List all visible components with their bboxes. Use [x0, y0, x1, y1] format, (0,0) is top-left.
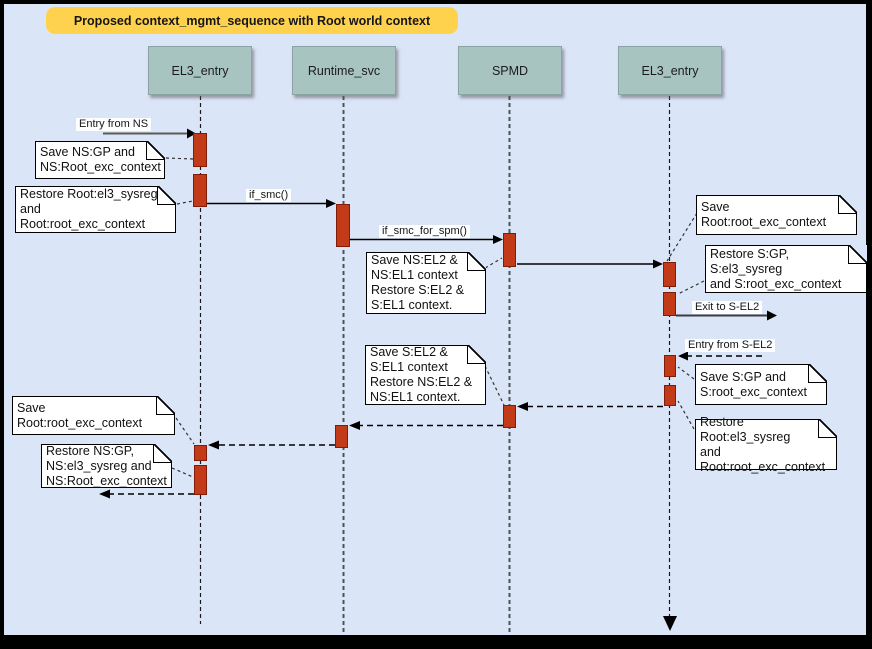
note-text: Restore S:GP, S:el3_sysreg and S:root_ex… — [710, 246, 842, 291]
note-restore-s-gp: Restore S:GP, S:el3_sysreg and S:root_ex… — [705, 245, 867, 293]
note-fold-icon — [818, 419, 837, 438]
note-text: Save S:GP and S:root_exc_context — [700, 369, 808, 399]
activation-bar — [335, 425, 348, 448]
note-restore-root-el3-sysreg-top: Restore Root:el3_sysreg and Root:root_ex… — [15, 186, 176, 233]
note-save-s-gp: Save S:GP and S:root_exc_context — [695, 364, 827, 405]
note-connector — [666, 212, 698, 262]
note-connector — [175, 417, 195, 445]
note-text: Save S:EL2 & S:EL1 context Restore NS:EL… — [370, 345, 473, 404]
lifeline-header-el3-entry-left: EL3_entry — [148, 46, 252, 95]
activation-bar — [503, 233, 516, 267]
lifeline-end-arrow-icon — [663, 616, 677, 631]
lifeline-header-label: Runtime_svc — [307, 63, 381, 78]
activation-bar — [664, 385, 676, 406]
lifeline-header-label: EL3_entry — [641, 63, 699, 78]
note-connector — [165, 157, 194, 160]
note-restore-root-el3-sysreg-bottom: Restore Root:el3_sysreg and Root:root_ex… — [695, 415, 837, 474]
note-text: Restore Root:el3_sysreg and Root:root_ex… — [20, 187, 158, 231]
message-exit-to-sel2-arrowhead-icon — [767, 310, 777, 321]
note-connector — [677, 400, 695, 430]
note-restore-ns-gp: Restore NS:GP, NS:el3_sysreg and NS:Root… — [41, 444, 172, 488]
activation-bar — [663, 292, 676, 316]
note-save-s-el2: Save S:EL2 & S:EL1 context Restore NS:EL… — [365, 345, 486, 405]
message-label-if-smc-for-spm: if_smc_for_spm() — [379, 225, 470, 238]
return-spmd-to-runtime-arrowhead-icon — [349, 421, 360, 430]
note-fold-icon — [146, 141, 165, 160]
note-text: Save NS:GP and NS:Root_exc_context — [40, 145, 161, 174]
note-connector — [171, 467, 194, 478]
activation-bar — [336, 204, 350, 247]
note-fold-icon — [467, 345, 486, 364]
message-spmd-to-el3-arrowhead-icon — [653, 259, 663, 269]
lifeline-header-spmd: SPMD — [458, 46, 562, 95]
note-text: Save NS:EL2 & NS:EL1 context Restore S:E… — [371, 253, 465, 312]
note-text: Save Root:root_exc_context — [701, 200, 827, 229]
activation-bar — [193, 174, 207, 207]
note-connector — [677, 366, 695, 380]
return-el3-to-spmd-arrowhead-icon — [517, 402, 528, 411]
activation-bar — [663, 262, 676, 287]
message-if-smc-arrowhead-icon — [326, 199, 336, 208]
lifeline-header-label: SPMD — [491, 63, 529, 78]
note-fold-icon — [848, 245, 867, 264]
note-connector — [484, 365, 505, 406]
note-text: Save Root:root_exc_context — [17, 400, 143, 430]
return-el3-to-ns-arrowhead-icon — [99, 489, 110, 499]
note-text: Restore NS:GP, NS:el3_sysreg and NS:Root… — [46, 443, 167, 488]
activation-bar — [193, 133, 207, 167]
note-fold-icon — [467, 252, 486, 271]
diagram-canvas — [4, 4, 866, 635]
note-fold-icon — [157, 186, 176, 205]
note-fold-icon — [838, 195, 857, 214]
note-save-root-exc-right: Save Root:root_exc_context — [696, 195, 857, 235]
activation-bar — [503, 405, 516, 428]
lifeline-header-runtime-svc: Runtime_svc — [292, 46, 396, 95]
message-if-smc-for-spm-arrowhead-icon — [493, 235, 503, 244]
note-fold-icon — [156, 396, 175, 415]
note-fold-icon — [153, 444, 172, 463]
return-runtime-to-el3-arrowhead-icon — [208, 440, 219, 450]
diagram-title: Proposed context_mgmt_sequence with Root… — [46, 7, 458, 34]
lifeline-header-el3-entry-right: EL3_entry — [618, 46, 722, 95]
note-connector — [677, 280, 705, 295]
message-label-entry-from-ns: Entry from NS — [76, 118, 152, 131]
note-fold-icon — [808, 364, 827, 383]
note-save-ns-gp: Save NS:GP and NS:Root_exc_context — [35, 141, 165, 179]
message-label-entry-from-sel2: Entry from S-EL2 — [685, 339, 776, 352]
activation-bar — [194, 465, 207, 495]
message-label-if-smc: if_smc() — [246, 189, 292, 202]
message-label-exit-to-sel2: Exit to S-EL2 — [692, 301, 763, 314]
activation-bar — [194, 445, 207, 461]
message-entry-from-sel2-arrowhead-icon — [678, 351, 688, 361]
activation-bar — [664, 355, 676, 377]
note-text: Restore Root:el3_sysreg and Root:root_ex… — [700, 414, 826, 474]
note-save-ns-el2: Save NS:EL2 & NS:EL1 context Restore S:E… — [366, 252, 486, 314]
lifeline-header-label: EL3_entry — [171, 63, 229, 78]
note-connector — [176, 200, 194, 205]
note-save-root-exc-left: Save Root:root_exc_context — [12, 396, 175, 435]
